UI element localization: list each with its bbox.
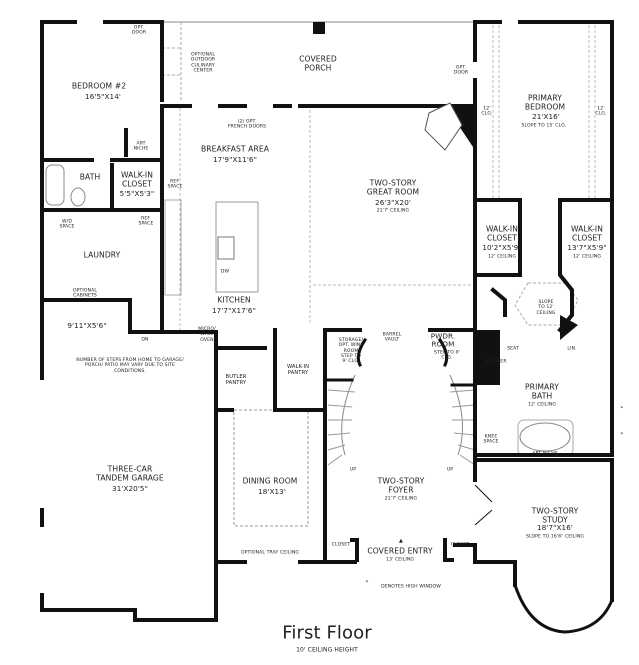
stairs-up-label: UP (349, 467, 357, 473)
opt-door-label: OPT. DOOR (131, 25, 147, 36)
room-name: DINING ROOM (242, 476, 298, 486)
optional-cabinets-label: OPTIONAL CABINETS (72, 288, 98, 299)
room-dim: 26'3"X20' (375, 197, 411, 207)
dishwasher-label: DW (220, 269, 230, 275)
room-ceiling: 13' CEILING (385, 557, 415, 563)
room-note: STEP TO 9' CLG. (434, 350, 460, 361)
room-ceiling: 21'7' CEILING (376, 208, 410, 214)
opt-door-primary-label: OPT. DOOR (453, 65, 469, 76)
room-dim: 21'X16' (532, 111, 560, 121)
room-name: WALK-IN CLOSET (570, 224, 604, 242)
room-ceiling: 21'7' CEILING (384, 496, 418, 502)
high-window-marker: * (620, 432, 624, 439)
room-dim: 5'5"X5'3" (119, 188, 155, 198)
room-name: BREAKFAST AREA (200, 144, 270, 154)
room-name: THREE-CAR TANDEM GARAGE (96, 464, 164, 482)
entry-arrow-icon: ▲ (399, 538, 403, 545)
room-dim: 17'7"X17'6" (211, 305, 257, 315)
room-ceiling: SLOPE TO 15' CLG. (521, 123, 567, 129)
room-ceiling: SLOPE TO 16'6" CEILING (525, 534, 585, 540)
covered-porch-label: COVERED PORCH (299, 54, 337, 72)
room-name: PRIMARY BATH (525, 382, 559, 400)
barrel-vault-label: BARREL VAULT (382, 332, 402, 343)
room-dim: 18'X13' (258, 486, 286, 496)
ref-space-label: REF. SPACE (167, 179, 183, 190)
ref-space-label: REF. SPACE (138, 216, 154, 227)
room-name: BEDROOM #2 (71, 81, 127, 91)
closet-label: CLOSET (331, 542, 351, 548)
storage-label: STORAGE/ OPT. WINE ROOM STEP TO 9' CLG. (338, 337, 364, 364)
room-name: COVERED ENTRY (367, 546, 433, 556)
room-name: KITCHEN (217, 295, 251, 305)
floor-subtitle: 10' CEILING HEIGHT (296, 646, 358, 654)
floor-title: First Floor (282, 622, 372, 644)
room-dim: 10'2"X5'9" (482, 242, 522, 252)
room-dim: 13'7"X5'9" (567, 242, 607, 252)
room-ceiling: 12' CEILING (572, 254, 602, 260)
wd-space-label: W/D SPACE (59, 219, 75, 230)
room-name: PWDR. ROOM (430, 331, 456, 349)
room-name: PRIMARY BEDROOM (524, 93, 566, 111)
room-dim: 17'9"X11'6" (212, 154, 258, 164)
room-ceiling: 12' CEILING (527, 402, 557, 408)
knee-space-label: KNEE SPACE (483, 434, 499, 445)
ceiling-label: 12' CLG. (595, 106, 607, 117)
stairs-down-label: DN (141, 337, 149, 343)
culinary-center-label: OPTIONAL OUTDOOR CULINARY CENTER (190, 52, 216, 74)
butler-pantry-label: BUTLER PANTRY (225, 374, 247, 386)
micro-wall-oven-label: MICRO/ WALL OVEN (198, 327, 216, 343)
shower-label: SHOWER (485, 359, 507, 365)
walk-in-pantry-label: WALK-IN PANTRY (286, 364, 310, 376)
room-name: TWO-STORY GREAT ROOM (366, 178, 420, 196)
seat-label: SEAT (507, 346, 519, 352)
ceiling-label: 12' CLG. (481, 106, 493, 117)
room-dim: 16'5"X14' (85, 91, 121, 101)
linen-label: LIN. (567, 346, 577, 352)
stairs-up-label: UP (446, 467, 454, 473)
high-window-asterisk: * (365, 580, 369, 587)
steps-note: NUMBER OF STEPS FROM HOME TO GARAGE/ POR… (76, 358, 184, 374)
tray-ceiling-label: OPTIONAL TRAY CEILING (240, 550, 300, 556)
room-ceiling: 12' CEILING (487, 254, 517, 260)
slope-ceiling-label: SLOPE TO 12' CEILING (536, 300, 556, 316)
room-dim: 18'7"X16' (537, 522, 573, 532)
art-niche-label: ART NICHE (133, 141, 149, 152)
room-name: WALK-IN CLOSET (485, 224, 519, 242)
mudroom-dim: 9'11"X5'6" (67, 320, 107, 330)
room-name: WALK-IN CLOSET (120, 170, 154, 188)
high-window-note: DENOTES HIGH WINDOW (381, 584, 441, 590)
art-niche-label: ART NICHE (532, 451, 558, 457)
high-window-marker: * (620, 406, 624, 413)
room-name: TWO-STORY FOYER (377, 476, 425, 494)
closet-label: CLOSET (450, 542, 470, 548)
room-dim: 31'X20'5" (112, 483, 148, 493)
bath-label: BATH (79, 172, 101, 182)
french-doors-label: (2) OPT. FRENCH DOORS (227, 119, 267, 130)
laundry-label: LAUNDRY (83, 250, 121, 260)
room-name: TWO-STORY STUDY (531, 506, 579, 524)
